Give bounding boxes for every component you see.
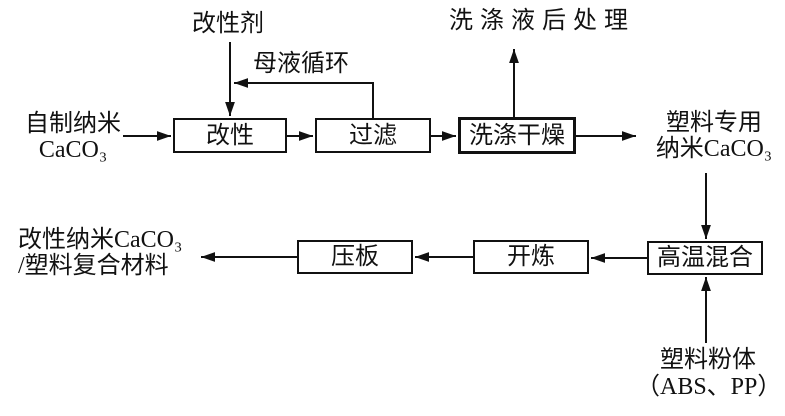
label-plastic-powder: 塑料粉体 （ABS、PP） bbox=[636, 347, 782, 401]
label-modifier-input: 改性剂 bbox=[192, 11, 264, 37]
label-composite-product: 改性纳米CaCO₃ /塑料复合材料 bbox=[18, 227, 204, 279]
label-wash-post-treatment: 洗涤液后处理 bbox=[449, 8, 635, 34]
label-mother-liquor-recycle: 母液循环 bbox=[253, 51, 349, 77]
label-powder-line1: 塑料粉体 bbox=[660, 347, 756, 373]
label-plastic-nano-line1: 塑料专用 bbox=[666, 110, 762, 136]
process-box-filter: 过滤 bbox=[315, 118, 431, 153]
label-plastic-nano-line2: 纳米CaCO₃ bbox=[655, 136, 773, 162]
label-self-made-line2: CaCO₃ bbox=[38, 137, 108, 163]
label-product-line1: 改性纳米CaCO₃ bbox=[18, 227, 183, 253]
label-self-made-line1: 自制纳米 bbox=[25, 111, 121, 137]
process-box-modify: 改性 bbox=[173, 118, 287, 153]
process-box-mill: 开炼 bbox=[473, 240, 589, 274]
process-box-wash-dry: 洗涤干燥 bbox=[458, 117, 576, 154]
label-self-made-nano-caco3: 自制纳米 CaCO₃ bbox=[10, 111, 136, 163]
label-product-line2: /塑料复合材料 bbox=[18, 253, 169, 279]
label-powder-line2: （ABS、PP） bbox=[636, 374, 782, 400]
edge-filter-to-modify-recycle bbox=[234, 78, 374, 118]
process-box-hot-mix: 高温混合 bbox=[647, 241, 763, 275]
process-box-press: 压板 bbox=[297, 240, 413, 274]
label-plastic-grade-nano-caco3: 塑料专用 纳米CaCO₃ bbox=[645, 110, 783, 162]
